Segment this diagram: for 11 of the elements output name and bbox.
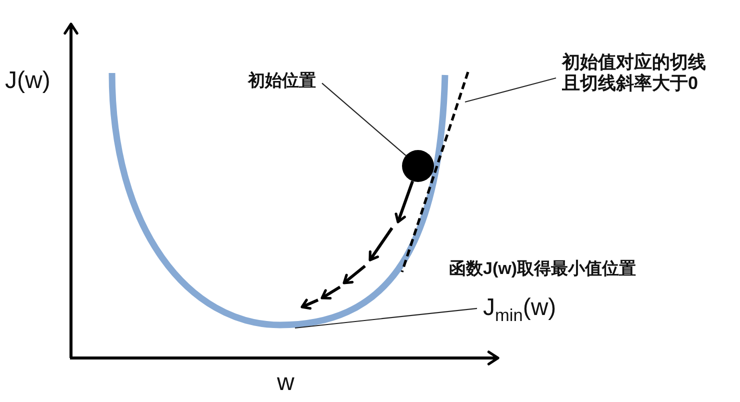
axis-label: J(w) (5, 67, 50, 96)
arrow (394, 180, 414, 224)
axis-label: w (277, 369, 294, 398)
callout-text: 初始值对应的切线且切线斜率大于0 (556, 52, 712, 94)
curve-label: J$_{min}$(w) (477, 294, 556, 323)
callout-text: 初始位置 (248, 71, 322, 92)
leader-line (294, 308, 478, 329)
leader-line (464, 77, 556, 103)
leader-line (322, 82, 406, 156)
annotation-text: 函数J(w)取得最小值位置 (449, 259, 636, 280)
ball (402, 150, 434, 182)
